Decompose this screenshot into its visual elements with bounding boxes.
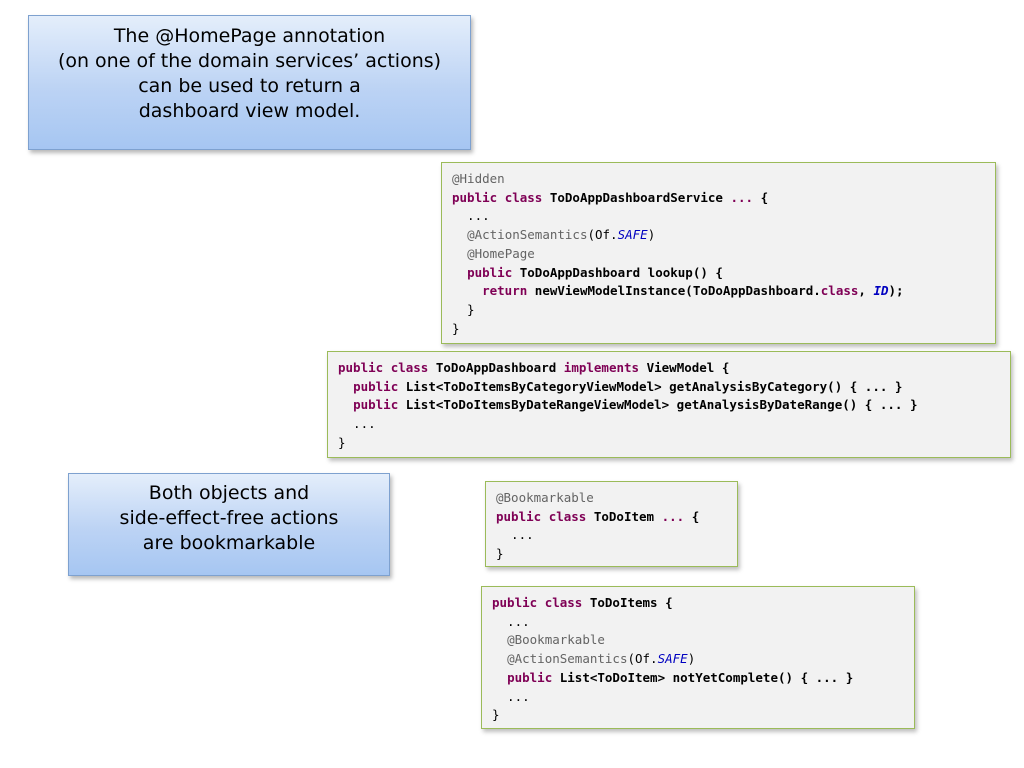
code-line: @Bookmarkable (492, 631, 904, 650)
code-line: ... (492, 613, 530, 629)
code-text: ViewModel { (639, 360, 730, 375)
code-line: } (338, 434, 346, 450)
callout-line: The @HomePage annotation (113, 25, 386, 47)
code-line: public class ToDoItem ... { (496, 508, 727, 527)
code-line: public class ToDoAppDashboard implements… (338, 359, 1000, 378)
dashboard-service-code-block: @Hidden public class ToDoAppDashboardServ… (441, 162, 996, 344)
keyword: return (482, 283, 528, 299)
constant: SAFE (657, 651, 688, 667)
code-line: } (496, 546, 504, 562)
code-text: , (858, 283, 874, 299)
code-line: public List<ToDoItemsByDateRangeViewMode… (338, 396, 1000, 415)
keyword: public (353, 397, 399, 413)
bookmarkable-callout: Both objects and side-effect-free action… (68, 473, 390, 576)
keyword: class (544, 595, 583, 610)
code-line: public class ToDoAppDashboardService ...… (452, 189, 985, 208)
code-text: List<ToDoItemsByCategoryViewModel> getAn… (398, 378, 903, 394)
code-line: public class ToDoItems { (492, 594, 904, 613)
code-line: public List<ToDoItemsByCategoryViewModel… (338, 378, 1000, 397)
code-line: @Hidden (452, 170, 985, 189)
keyword: class (820, 283, 859, 299)
annotation: @HomePage (467, 245, 535, 261)
code-text: ) (647, 227, 656, 243)
callout-line: can be used to return a (138, 75, 361, 97)
callout-line: Both objects and (148, 482, 310, 504)
code-line: } (492, 707, 500, 723)
code-text: ) (687, 651, 696, 667)
code-text: (Of. (587, 227, 618, 243)
code-line: return newViewModelInstance(ToDoAppDashb… (452, 282, 985, 301)
keyword: public (467, 264, 513, 280)
keyword: public (353, 378, 399, 394)
class-name: ToDoItem (586, 508, 662, 524)
code-line: @Bookmarkable (496, 489, 727, 508)
annotation: @ActionSemantics (467, 227, 588, 243)
homepage-callout: The @HomePage annotation (on one of the … (28, 15, 471, 150)
code-text: ); (888, 283, 904, 299)
annotation: @Bookmarkable (507, 632, 605, 648)
keyword: public (496, 508, 542, 524)
keyword: public (338, 360, 384, 375)
constant: ID (873, 283, 889, 299)
keyword: public (452, 189, 498, 205)
code-line: ... (452, 208, 490, 224)
code-line: ... (492, 688, 530, 704)
keyword: implements (563, 360, 640, 375)
dashboard-viewmodel-code-block: public class ToDoAppDashboard implements… (327, 351, 1011, 458)
code-line: @ActionSemantics(Of.SAFE) (452, 226, 985, 245)
code-line: ... (338, 416, 376, 432)
ellipsis: ... (730, 189, 754, 205)
code-line: } (452, 301, 475, 317)
ellipsis: ... (661, 508, 685, 524)
callout-line: dashboard view model. (138, 100, 361, 122)
todoitem-code-block: @Bookmarkable public class ToDoItem ... {… (485, 481, 738, 567)
code-text: (Of. (627, 651, 658, 667)
code-text: newViewModelInstance(ToDoAppDashboard. (527, 283, 821, 299)
code-line: public List<ToDoItem> notYetComplete() {… (492, 669, 904, 688)
todoitems-code-block: public class ToDoItems { ... @Bookmarkab… (481, 586, 915, 729)
code-line: ... (496, 527, 534, 543)
keyword: public (507, 669, 553, 685)
keyword: class (390, 360, 429, 375)
class-name: ToDoItems { (582, 595, 673, 610)
annotation: @Hidden (452, 171, 505, 186)
brace: { (753, 189, 769, 205)
code-line: @HomePage (452, 245, 985, 264)
keyword: public (492, 595, 538, 610)
callout-line: side-effect-free actions (119, 507, 339, 529)
keyword: class (548, 508, 587, 524)
code-line: public ToDoAppDashboard lookup() { (452, 264, 985, 283)
callout-line: (on one of the domain services’ actions) (57, 50, 442, 72)
class-name: ToDoAppDashboard (428, 360, 564, 375)
code-line: } (452, 320, 460, 336)
code-text: ToDoAppDashboard lookup() { (512, 264, 723, 280)
callout-line: are bookmarkable (142, 532, 316, 554)
keyword: class (504, 189, 543, 205)
annotation: @ActionSemantics (507, 651, 628, 667)
constant: SAFE (617, 227, 648, 243)
code-line: @ActionSemantics(Of.SAFE) (492, 650, 904, 669)
class-name: ToDoAppDashboardService (542, 189, 731, 205)
annotation: @Bookmarkable (496, 490, 594, 505)
code-text: List<ToDoItemsByDateRangeViewModel> getA… (398, 397, 918, 413)
brace: { (684, 508, 700, 524)
code-text: List<ToDoItem> notYetComplete() { ... } (552, 669, 854, 685)
